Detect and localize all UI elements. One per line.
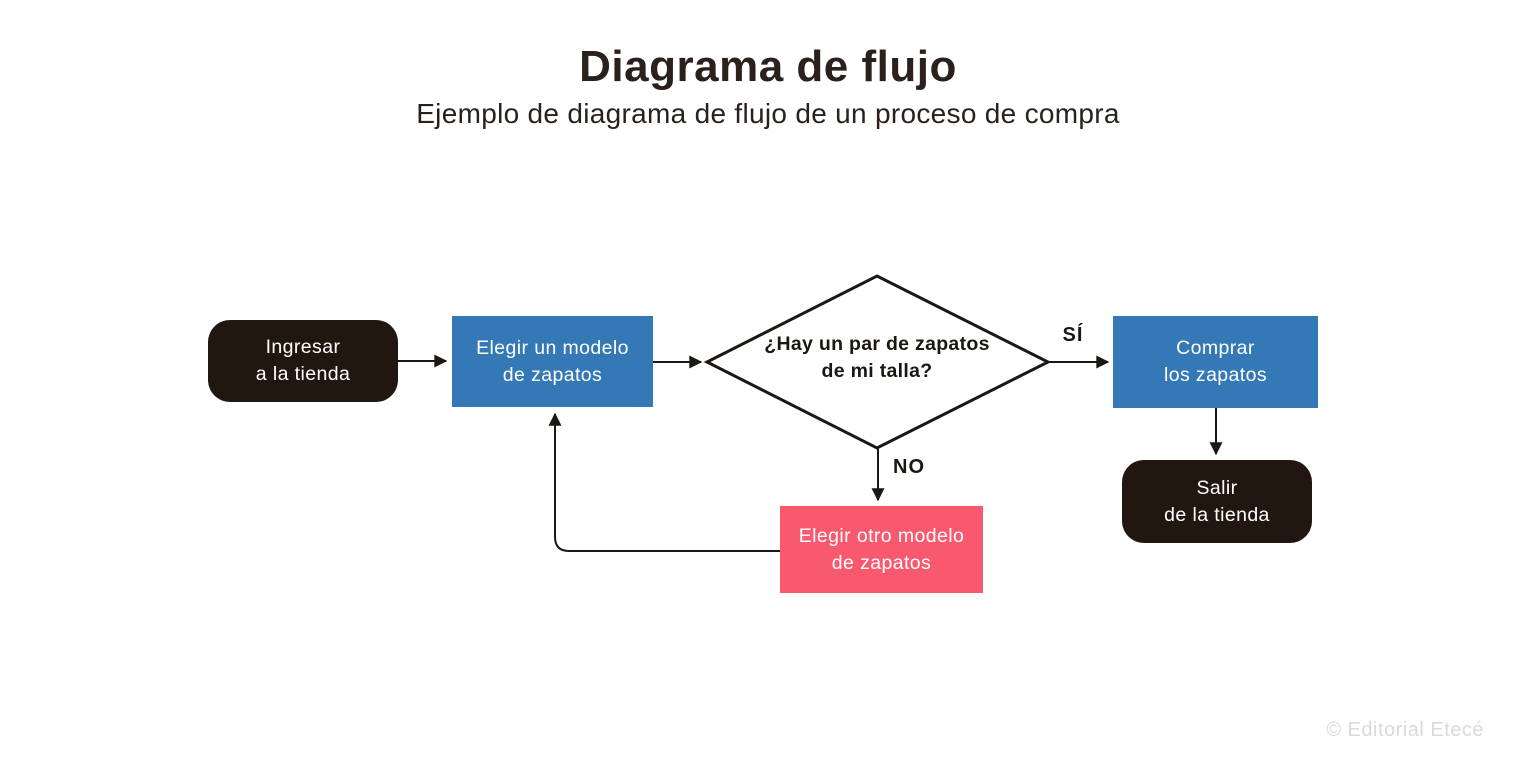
node-exit-terminal: Salir de la tienda bbox=[1122, 460, 1312, 543]
edge-choose-other-loop-to-choose bbox=[548, 412, 780, 552]
node-decision-label: ¿Hay un par de zapatos de mi talla? bbox=[764, 333, 990, 383]
node-buy-process: Comprar los zapatos bbox=[1113, 316, 1318, 408]
page-title: Diagrama de flujo bbox=[579, 42, 957, 91]
node-choose-model-process: Elegir un modelo de zapatos bbox=[452, 316, 653, 407]
edge-label-no: NO bbox=[893, 456, 925, 478]
page-subtitle: Ejemplo de diagrama de flujo de un proce… bbox=[416, 98, 1120, 129]
edge-label-yes: SÍ bbox=[1062, 324, 1084, 346]
node-choose-other-process: Elegir otro modelo de zapatos bbox=[780, 506, 983, 593]
editorial-credit: © Editorial Etecé bbox=[1326, 719, 1484, 741]
node-start-terminal: Ingresar a la tienda bbox=[208, 320, 398, 402]
